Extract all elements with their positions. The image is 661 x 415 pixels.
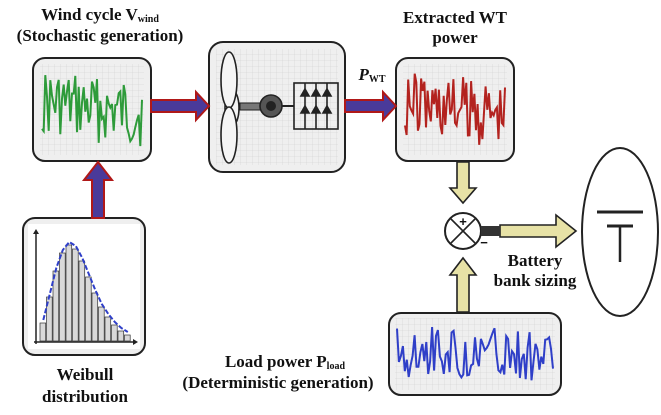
histogram-bar xyxy=(104,316,112,342)
wind-cycle-label: Wind cycle Vwind xyxy=(41,5,159,25)
battery-sizing-label-2: bank sizing xyxy=(493,271,577,290)
extracted-power-title: Extracted WT xyxy=(402,8,508,27)
arrow-wind-to-turbine xyxy=(150,89,211,123)
wind-cycle-subtitle: (Stochastic generation) xyxy=(16,26,184,45)
p-wt-label: PWT xyxy=(358,65,386,85)
histogram-bar xyxy=(85,276,92,342)
arrow-weibull-to-wind xyxy=(81,160,115,219)
histogram-bar xyxy=(65,244,73,342)
load-power-subtitle: (Deterministic generation) xyxy=(182,373,374,392)
rectifier-icon xyxy=(293,82,339,130)
extracted-power-title-2: power xyxy=(432,28,478,47)
histogram-bar xyxy=(78,260,86,342)
battery-sizing-label: Battery xyxy=(507,251,563,270)
wind-turbine-icon xyxy=(220,51,294,164)
summing-arrows xyxy=(448,161,578,313)
plus-sign: + xyxy=(459,214,467,229)
wt-power-signal-trace xyxy=(404,73,506,145)
histogram-bar xyxy=(59,252,66,342)
arrow-power-to-sum xyxy=(448,161,478,205)
histogram-bar xyxy=(111,324,118,342)
load-signal-trace xyxy=(396,326,554,381)
flow-arrows xyxy=(81,89,398,219)
histogram-bar xyxy=(117,330,125,342)
minus-sign: − xyxy=(480,235,488,250)
histogram-bar xyxy=(98,306,105,342)
weibull-label-2: distribution xyxy=(42,387,128,406)
histogram-bar xyxy=(124,334,131,342)
arrow-sum-to-battery xyxy=(499,213,578,249)
histogram-bar xyxy=(91,292,99,342)
weibull-curve xyxy=(42,240,129,333)
load-power-label: Load power Pload xyxy=(224,352,346,372)
weibull-label: Weibull xyxy=(56,365,114,384)
arrow-load-to-sum xyxy=(448,256,478,313)
histogram-bar xyxy=(39,322,47,342)
weibull-histogram-bars xyxy=(39,244,131,342)
histogram-bar xyxy=(72,248,79,342)
wind-signal-trace xyxy=(41,75,143,147)
summing-junction: + − xyxy=(444,212,500,250)
arrow-turbine-to-power xyxy=(344,89,398,123)
battery-symbol xyxy=(581,147,659,317)
